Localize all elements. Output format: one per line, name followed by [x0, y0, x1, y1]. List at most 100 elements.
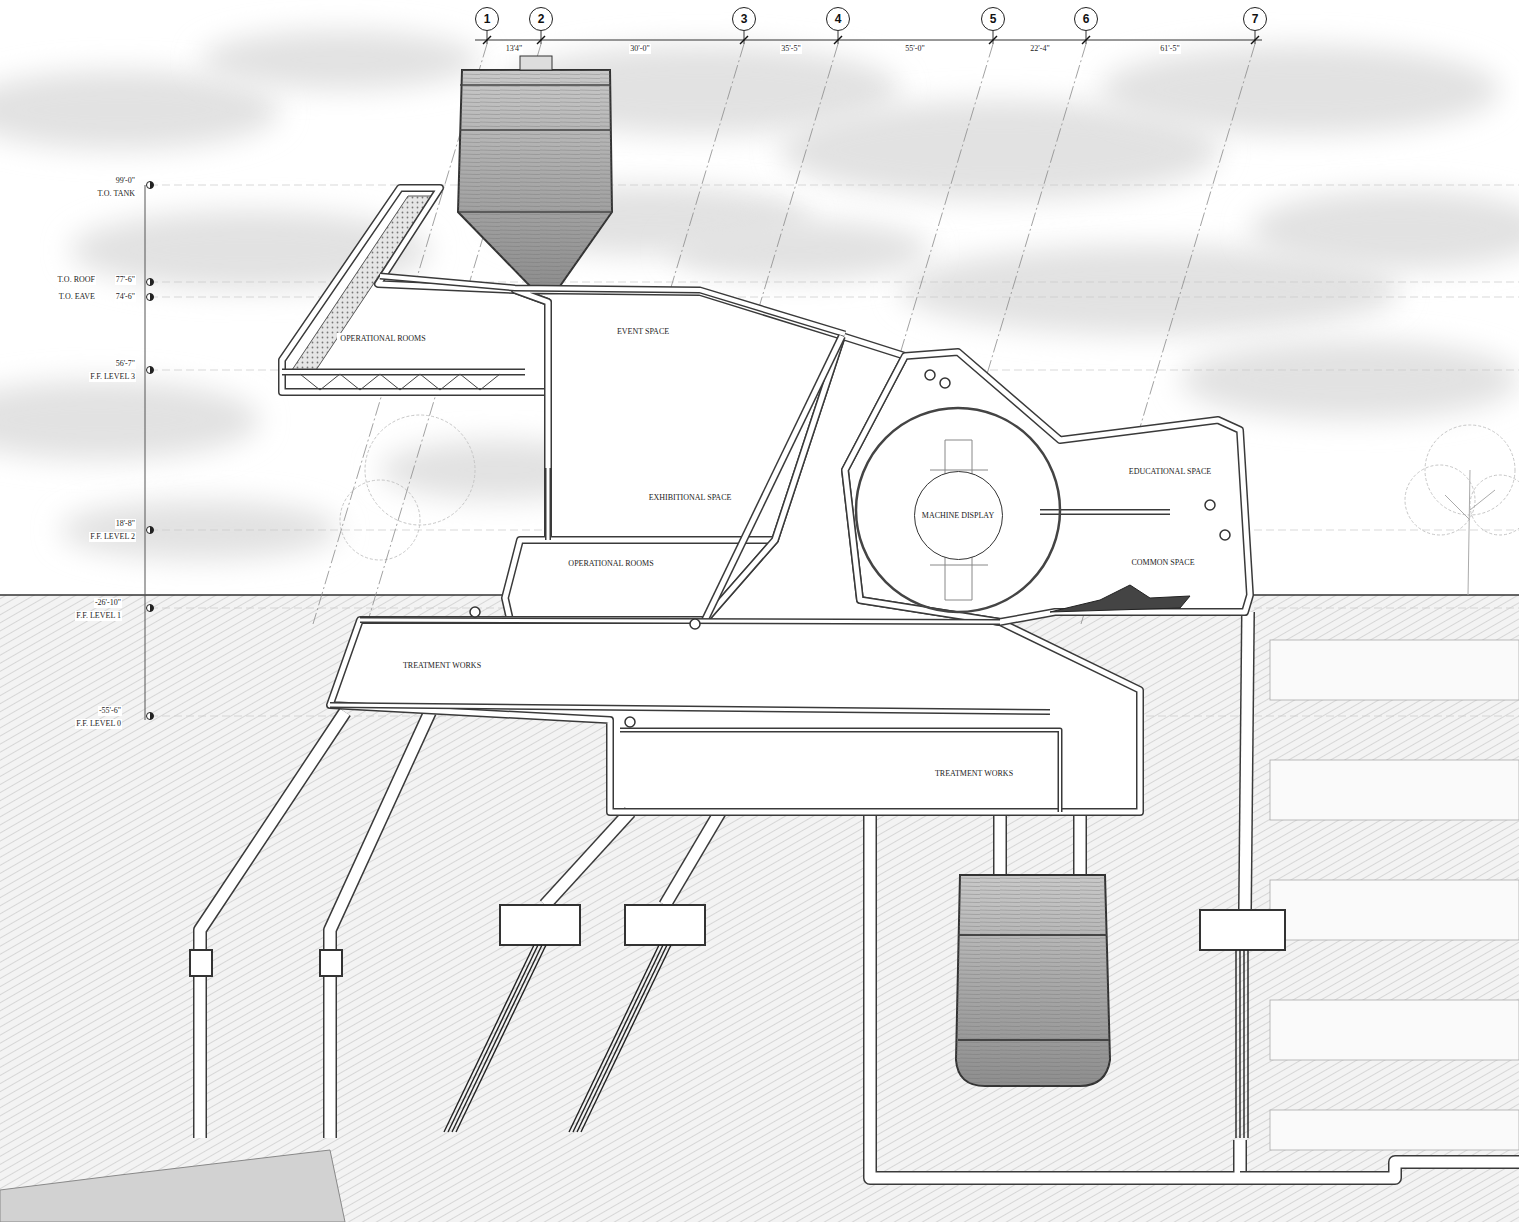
level-text: F.F. LEVEL 3 — [89, 372, 136, 382]
cloud — [0, 380, 260, 460]
level-mark-fill — [150, 367, 154, 374]
pipe-inner — [330, 712, 430, 1138]
cloud — [200, 30, 480, 90]
treatment-works-wall-outer — [620, 730, 1060, 812]
level1-slab-inner — [360, 620, 1000, 622]
pipe-inner — [995, 812, 1006, 875]
level-text: -26'-10" — [94, 598, 122, 608]
node-text: OPERATIONAL ROOMS — [340, 334, 425, 343]
level-mark — [147, 367, 154, 374]
grid-stem — [541, 31, 542, 44]
pipe-inner — [665, 812, 720, 905]
right-block-inner — [845, 352, 1250, 622]
level-text: 74'-6" — [115, 292, 136, 302]
grid-stem — [993, 31, 994, 44]
dimension-tick — [1251, 36, 1259, 44]
grid-stem — [838, 31, 839, 44]
cloud — [670, 220, 930, 280]
pipe-inner — [1245, 612, 1248, 910]
level0-slab-inner — [330, 705, 1050, 712]
exhibit-wall-inner — [547, 468, 550, 540]
pipe-outer — [1240, 1162, 1519, 1178]
level-mark — [147, 605, 154, 612]
level-text: 99'-0" — [115, 176, 136, 186]
grid-bubble: 6 — [1074, 7, 1098, 31]
level-mark-fill — [150, 182, 154, 189]
node-text: 5 — [990, 12, 997, 26]
dimension-tick — [740, 36, 748, 44]
tree-canopy — [340, 480, 420, 560]
level-mark-fill — [150, 713, 154, 720]
node-text: 4 — [835, 12, 842, 26]
room-label-box: EVENT SPACE — [614, 326, 673, 337]
pipe-bundle — [1247, 950, 1248, 1138]
level3-slab-inner — [282, 370, 525, 374]
structure-node — [940, 378, 950, 388]
level-text: T.O. EAVE — [58, 292, 96, 302]
level-text: F.F. LEVEL 2 — [89, 532, 136, 542]
pipe-bundle — [581, 945, 671, 1132]
lower-tank — [956, 875, 1110, 1086]
level-mark — [147, 182, 154, 189]
level-axis — [145, 185, 146, 720]
level-mark-fill — [150, 605, 154, 612]
upper-block-inner — [515, 290, 842, 540]
grid-bubble: 1 — [475, 7, 499, 31]
dimension-text: 61'-5" — [1159, 44, 1180, 54]
room-label-box: TREATMENT WORKS — [400, 660, 485, 671]
tank-bands — [459, 85, 612, 212]
level0-slab-outer — [330, 705, 1050, 712]
node-text: MACHINE DISPLAY — [922, 511, 994, 520]
pipe-bundle — [452, 945, 542, 1132]
dimension-text: 13'4" — [505, 44, 524, 54]
upper-tank-lines — [458, 70, 612, 286]
pipe-inner — [870, 812, 1240, 1178]
pipe-outer — [1073, 812, 1087, 875]
dimension-tick — [1082, 36, 1090, 44]
level-line — [150, 185, 1519, 186]
grid-bubble: 3 — [732, 7, 756, 31]
pipe-outer — [870, 812, 1240, 1178]
level-mark — [147, 294, 154, 301]
grid-bubble: 2 — [529, 7, 553, 31]
structure-node — [625, 717, 635, 727]
level-text: 56'-7" — [115, 359, 136, 369]
upper-block-outer — [515, 290, 842, 540]
pipe-outer — [993, 812, 1007, 875]
dimension-tick — [537, 36, 545, 44]
grid-stem — [1255, 31, 1256, 44]
pipe-inner — [1075, 812, 1086, 875]
pipe-bundle — [456, 945, 546, 1132]
pipe-bundle — [1243, 950, 1244, 1138]
pipe-bundle — [569, 945, 659, 1132]
lower-tank-lines — [956, 875, 1110, 1086]
grid-stem — [1086, 31, 1087, 44]
node-text: EDUCATIONAL SPACE — [1129, 467, 1211, 476]
atrium-spine-outer — [705, 336, 842, 620]
cloud — [1250, 190, 1519, 270]
machine-display-circle: MACHINE DISPLAY — [914, 471, 1003, 560]
dimension-text: 35'-5" — [780, 44, 801, 54]
dimension-tick — [483, 36, 491, 44]
tank-cap — [520, 56, 552, 70]
atrium-spine-inner — [705, 336, 842, 620]
node-text: EVENT SPACE — [617, 327, 669, 336]
node-text: COMMON SPACE — [1131, 558, 1194, 567]
treatment-works-wall-inner — [620, 730, 1060, 812]
structure-node — [690, 619, 700, 629]
level-mark-fill — [150, 279, 154, 286]
stratum — [1270, 1000, 1519, 1060]
pipe-bundle — [1235, 950, 1236, 1138]
grid-bubble: 4 — [826, 7, 850, 31]
truss — [300, 374, 500, 390]
structure-node — [1220, 530, 1230, 540]
node-text: TREATMENT WORKS — [403, 661, 481, 670]
node-text: TREATMENT WORKS — [935, 769, 1013, 778]
grid-bubble: 7 — [1243, 7, 1267, 31]
machine-drum — [856, 408, 1060, 612]
pipe-outer — [330, 712, 430, 1138]
level1-slab-outer — [360, 620, 1000, 622]
